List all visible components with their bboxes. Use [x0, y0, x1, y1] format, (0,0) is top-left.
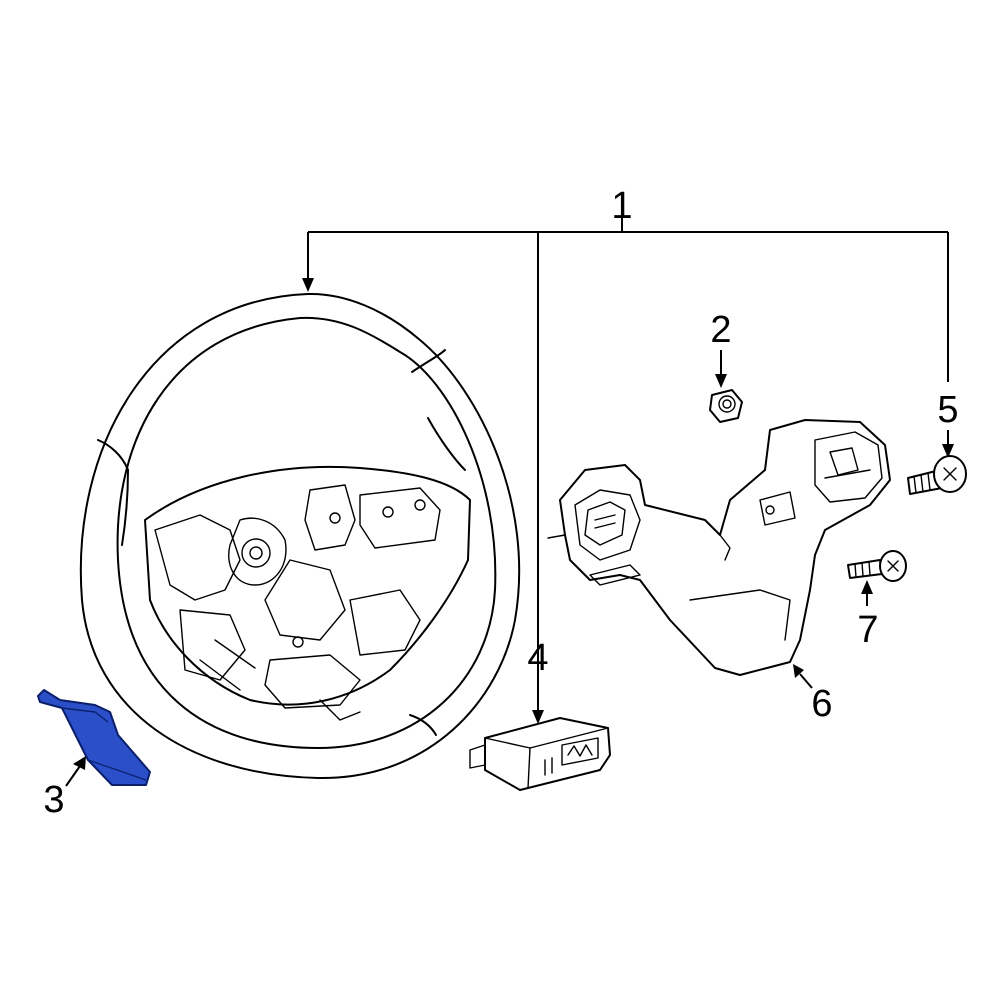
callout-6-label: 6 [811, 683, 832, 725]
callout-6-arrowhead [793, 664, 804, 678]
callout-1-label: 1 [611, 185, 632, 227]
callout-1-bracket [302, 218, 949, 724]
callout-3-label: 3 [43, 779, 64, 821]
bolt [907, 455, 967, 495]
switch-bezel [547, 419, 891, 676]
nut [709, 389, 743, 423]
callout-2-arrowhead [715, 374, 727, 388]
callout-7-arrowhead [861, 580, 873, 594]
callout-3-leader [65, 765, 81, 787]
callout-5-arrowhead [942, 444, 954, 458]
callout-6-leader [799, 673, 813, 689]
lower-cover-highlighted [37, 689, 151, 786]
callout-5-label: 5 [937, 389, 958, 431]
callout-4-label: 4 [527, 637, 548, 679]
callout-2-label: 2 [710, 309, 731, 351]
callout-3-arrowhead [73, 756, 86, 770]
screw [847, 550, 907, 582]
callout-7-label: 7 [857, 609, 878, 651]
control-module [469, 717, 611, 791]
steering-wheel [79, 292, 521, 780]
